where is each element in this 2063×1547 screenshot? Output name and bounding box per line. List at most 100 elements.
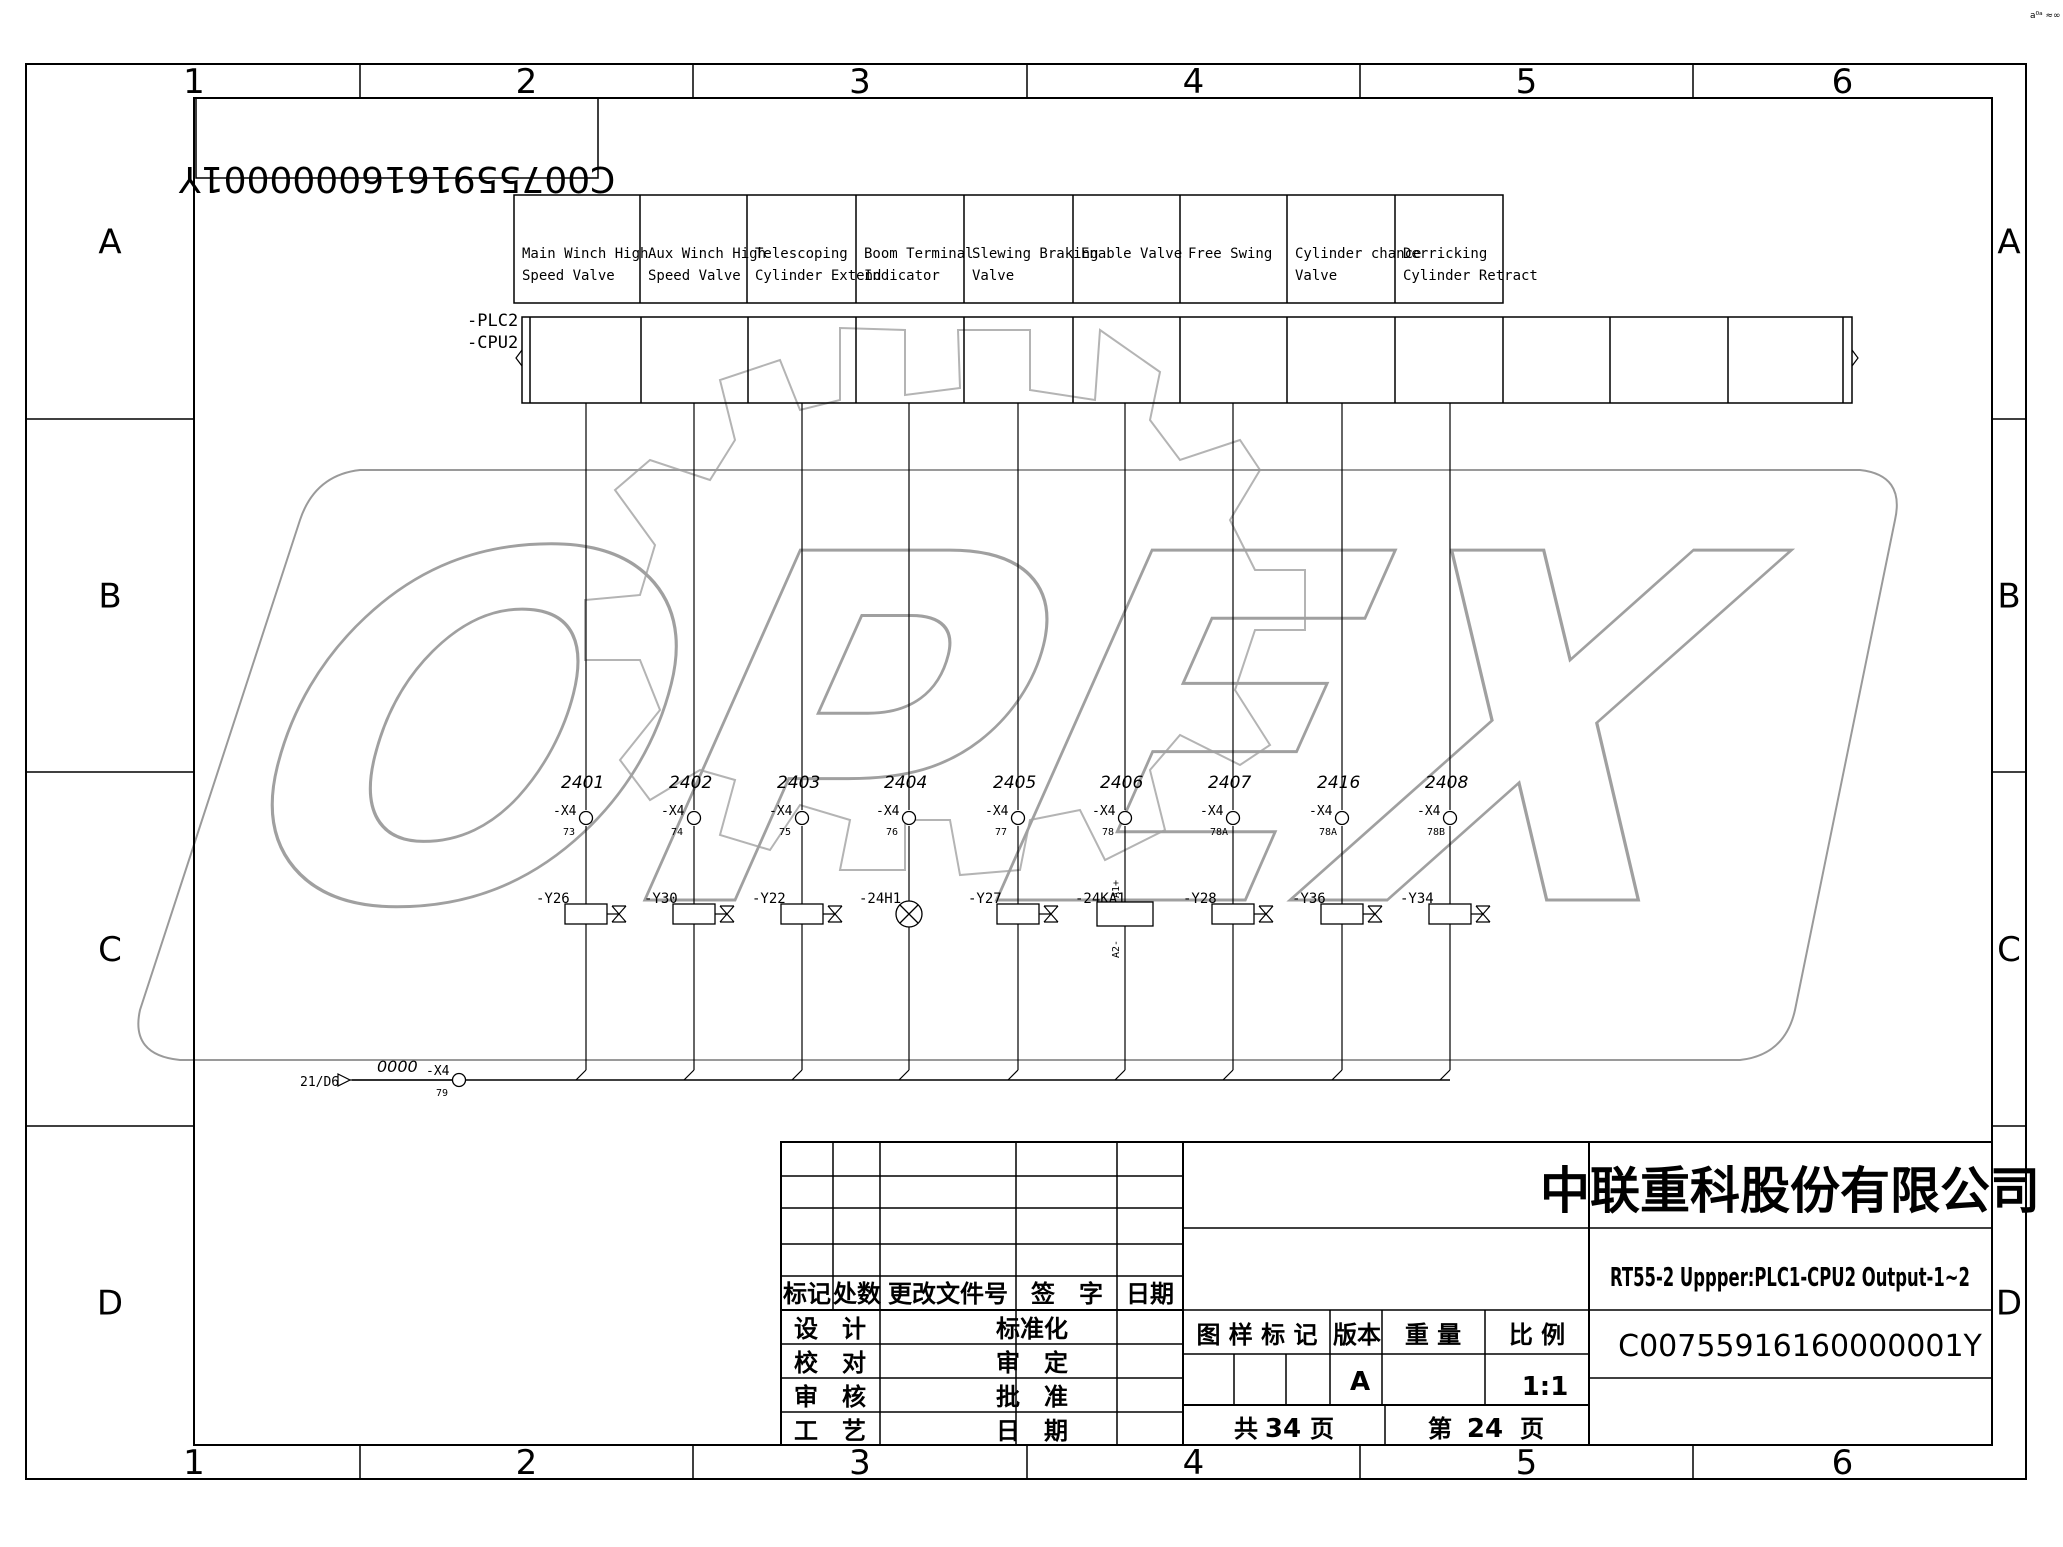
drawing-number: C00755916160000001Y [1618,1329,1982,1364]
terminal-circle [1334,810,1350,826]
solenoid-coil [672,903,716,925]
terminal-circle [578,810,594,826]
channel-name-line2: Cylinder Retract [1403,268,1538,284]
channel-name-line2: Valve [1295,268,1337,284]
wire-number: 2403 [777,773,820,793]
revision-header: 签 字 [1030,1280,1103,1308]
solenoid-coil [780,903,824,925]
revision-header: 标记 [783,1280,831,1308]
device-tag: -Y34 [1400,891,1434,907]
plc-label: -PLC2 [467,311,518,331]
wire-number: 2416 [1317,773,1360,793]
column-number-bottom: 5 [1516,1443,1538,1483]
terminal-circle [686,810,702,826]
terminal-number: 73 [563,827,575,838]
page-label: 第 [1428,1415,1452,1443]
valve-symbol [607,905,627,923]
terminal-circle [451,1072,467,1088]
valve-symbol [823,905,843,923]
info-header: 重 量 [1405,1321,1461,1349]
wire-number: 2408 [1425,773,1468,793]
channel-name-line1: Aux Winch High [648,246,766,262]
page-unit: 页 [1520,1415,1544,1443]
column-number-top: 5 [1516,62,1538,102]
sign-role-left: 工 艺 [794,1417,866,1445]
terminal-label: -X4 [1309,804,1333,819]
column-number-bottom: 4 [1183,1443,1205,1483]
terminal-circle [1225,810,1241,826]
device-tag: -Y36 [1292,891,1326,907]
channel-name-line1: Cylinder chance [1295,246,1421,262]
terminal-label: -X4 [553,804,577,819]
channel-name-line2: Speed Valve [648,268,741,284]
valve-symbol [1363,905,1383,923]
column-number-bottom: 2 [516,1443,538,1483]
terminal-label: -X4 [876,804,900,819]
valve-symbol [715,905,735,923]
relay-pin-bottom: A2- [1111,940,1122,958]
channel-name-line1: Main Winch High [522,246,648,262]
revision-header: 处数 [832,1280,882,1308]
column-number-top: 6 [1832,62,1854,102]
company-name: 中联重科股份有限公司 [1540,1162,2040,1220]
valve-symbol [1254,905,1274,923]
row-letter-right: D [1996,1284,2022,1324]
row-letter-right: B [1997,577,2020,617]
relay-pin-top: A1+ [1111,880,1122,898]
terminal-circle [794,810,810,826]
valve-symbol [1039,905,1059,923]
column-number-top: 4 [1183,62,1205,102]
column-number-top: 2 [516,62,538,102]
solenoid-coil [996,903,1040,925]
column-number-top: 3 [849,62,871,102]
column-number-bottom: 1 [183,1443,205,1483]
channel-name-line2: Valve [972,268,1014,284]
corner-mark: a⁰ᵃ ≈∞ [2030,11,2061,21]
total-label: 共 [1234,1415,1258,1443]
terminal-label: -X4 [426,1064,450,1079]
channel-name-line1: Enable Valve [1081,246,1182,262]
cross-reference: 21/D6 [300,1075,339,1090]
terminal-label: -X4 [1417,804,1441,819]
info-header: 版本 [1333,1321,1381,1349]
terminal-number: 78A [1319,827,1337,838]
column-number-top: 1 [183,62,205,102]
version-value: A [1350,1367,1370,1397]
terminal-number: 78B [1427,827,1445,838]
scale-value: 1:1 [1522,1372,1569,1402]
channel-name-line2: Speed Valve [522,268,615,284]
page-unit: 页 [1310,1415,1334,1443]
revision-header: 更改文件号 [888,1280,1008,1308]
terminal-circle [1010,810,1026,826]
channel-name-line1: Derricking [1403,246,1487,262]
terminal-label: -X4 [661,804,685,819]
wire-number: 2405 [993,773,1036,793]
column-number-bottom: 3 [849,1443,871,1483]
wire-number: 2407 [1208,773,1251,793]
row-letter-left: A [98,223,121,263]
device-tag: -Y28 [1183,891,1217,907]
terminal-number: 78A [1210,827,1228,838]
terminal-label: -X4 [1200,804,1224,819]
wire-number: 2404 [884,773,927,793]
cpu-label: -CPU2 [467,333,518,353]
device-tag: -Y22 [752,891,786,907]
channel-name-line1: Boom Terminal [864,246,974,262]
sign-role-mid: 标准化 [996,1315,1068,1343]
device-tag: -Y26 [536,891,570,907]
info-header: 图 样 标 记 [1196,1321,1317,1349]
terminal-circle [1117,810,1133,826]
terminal-number: 78 [1102,827,1114,838]
channel-name-line1: Slewing Braking [972,246,1098,262]
channel-name-line1: Telescoping [755,246,848,262]
info-header: 比 例 [1509,1321,1565,1349]
sign-role-left: 设 计 [794,1315,866,1343]
sign-role-left: 校 对 [794,1349,866,1377]
row-letter-left: D [97,1284,123,1324]
drawing-title: RT55-2 Uppper:PLC1-CPU2 Output-1~2 [1610,1263,1970,1293]
channel-name-line1: Free Swing [1188,246,1272,262]
terminal-number: 79 [436,1088,448,1099]
